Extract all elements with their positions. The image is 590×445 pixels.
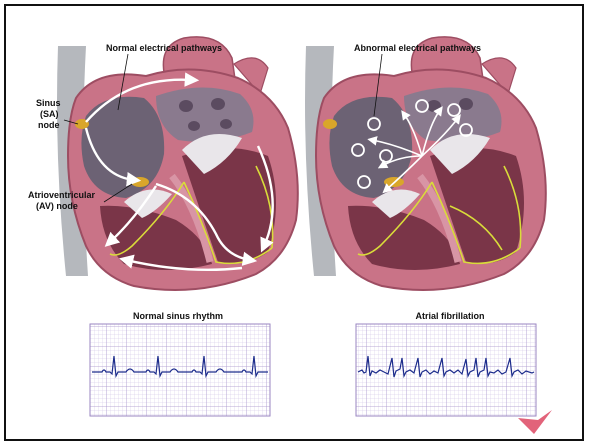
left-atrium-2: [404, 87, 502, 141]
av-node: [131, 177, 149, 187]
ecg-afib: Atrial fibrillation: [356, 311, 536, 416]
heart-diagram: Normal electrical pathways Abnormal elec…: [6, 6, 582, 439]
ecg-normal: Normal sinus rhythm: [90, 311, 270, 416]
ecg-grid-afib: [356, 324, 536, 416]
left-atrium: [156, 87, 254, 141]
label-sa-node-1: Sinus: [36, 98, 61, 108]
diagram-frame: Normal electrical pathways Abnormal elec…: [4, 4, 584, 441]
label-av-node-2: (AV) node: [36, 201, 78, 211]
normal-heart: [57, 37, 298, 290]
label-sa-node-3: node: [38, 120, 60, 130]
label-abnormal-pathways: Abnormal electrical pathways: [354, 43, 481, 53]
label-atrial-fib: Atrial fibrillation: [415, 311, 484, 321]
label-av-node-1: Atrioventricular: [28, 190, 96, 200]
sa-node-2: [323, 119, 337, 129]
abnormal-heart: [305, 37, 546, 290]
label-sa-node-2: (SA): [40, 109, 59, 119]
label-normal-rhythm: Normal sinus rhythm: [133, 311, 223, 321]
label-normal-pathways: Normal electrical pathways: [106, 43, 222, 53]
